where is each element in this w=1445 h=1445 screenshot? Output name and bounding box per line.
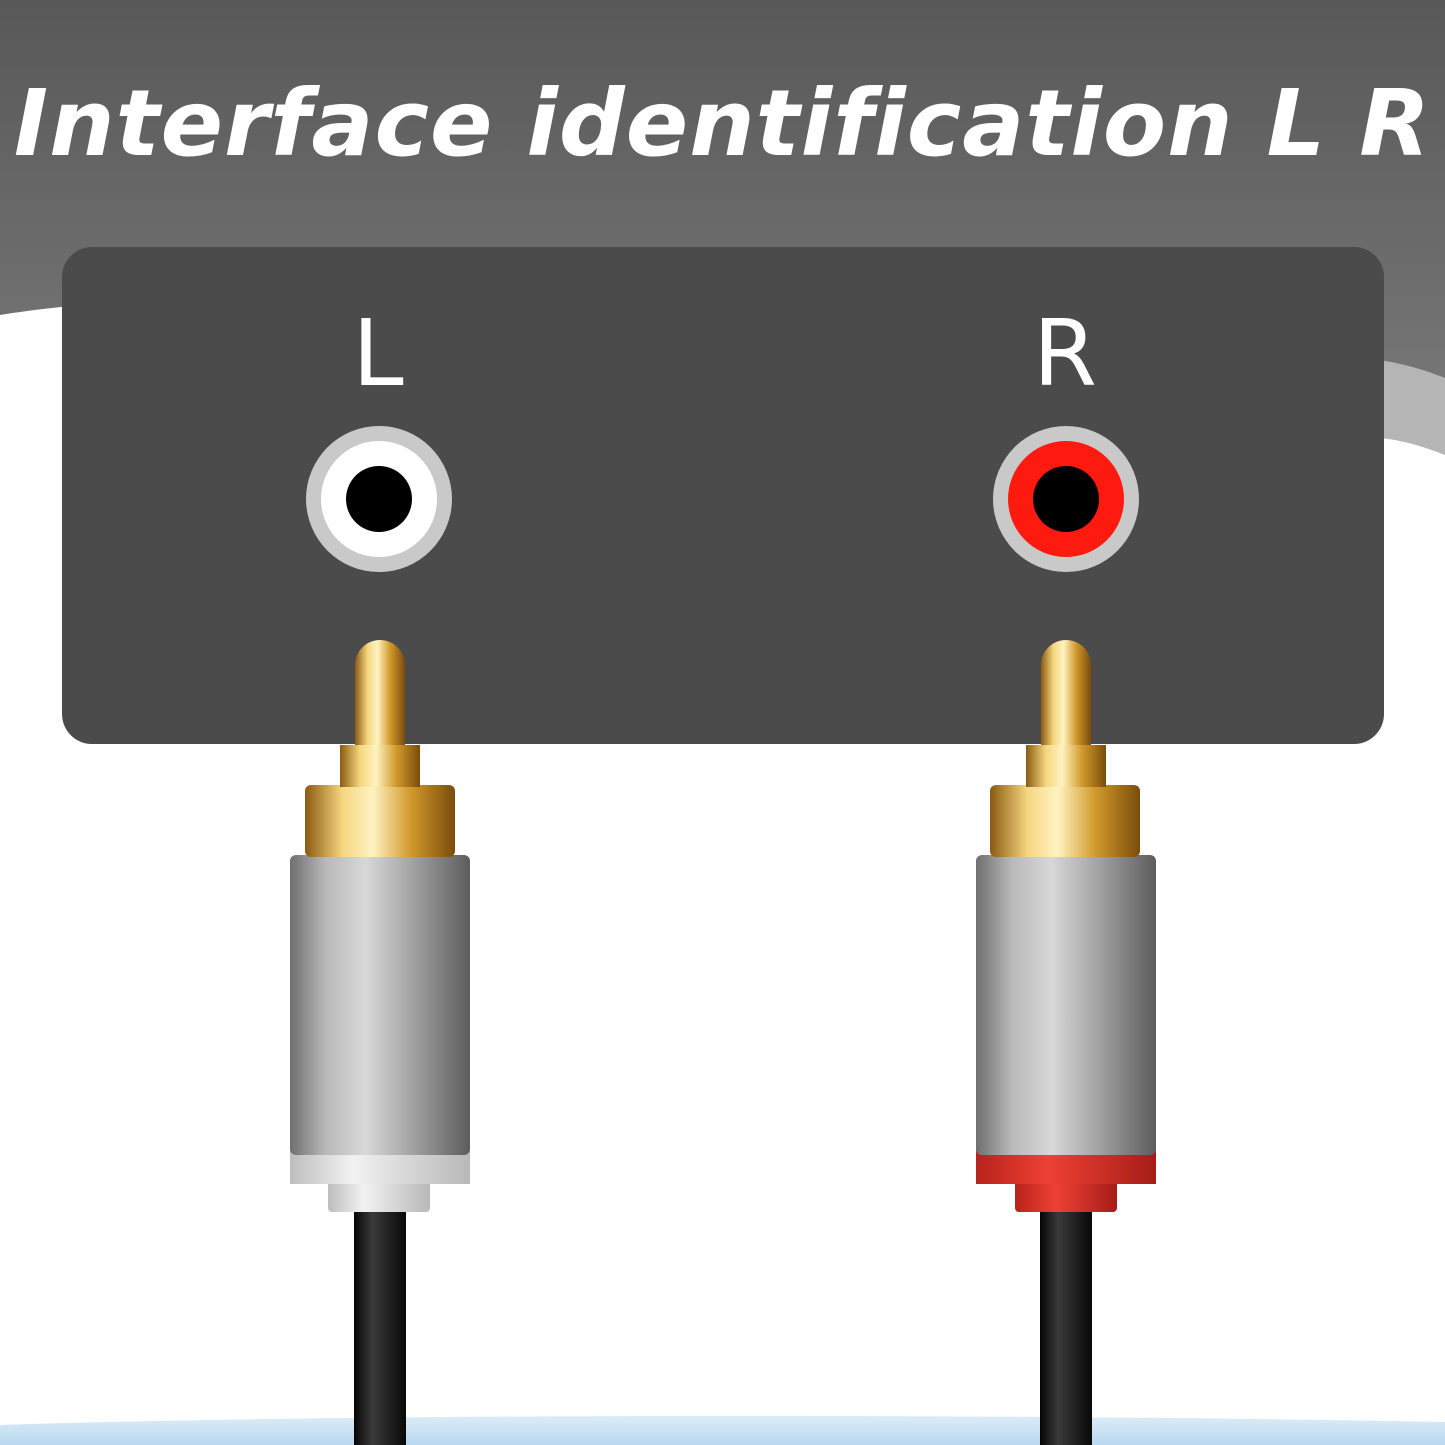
right-rca-plug	[976, 640, 1156, 1445]
left-rca-socket	[306, 426, 452, 572]
port-label-right: R	[1033, 300, 1097, 407]
port-label-left: L	[352, 300, 404, 407]
left-rca-plug	[290, 640, 470, 1445]
light-blue-floor	[0, 1415, 1445, 1445]
socket-panel	[62, 247, 1384, 744]
right-rca-socket	[993, 426, 1139, 572]
headline: Interface identification L R	[13, 70, 1432, 177]
